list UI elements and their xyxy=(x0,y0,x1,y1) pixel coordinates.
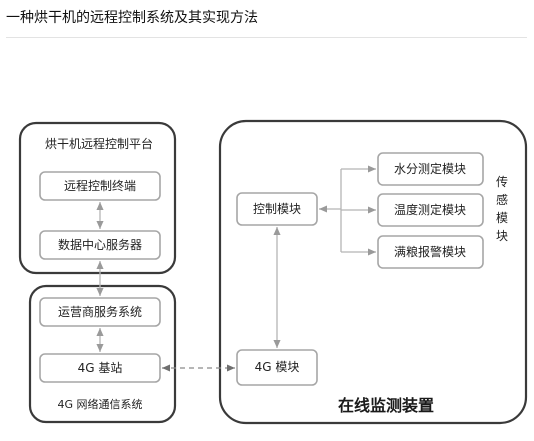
device-label: 在线监测装置 xyxy=(338,396,434,415)
sensor-group-char-2: 感 xyxy=(496,192,508,207)
remote-terminal-label: 远程控制终端 xyxy=(64,178,136,193)
data-center-label: 数据中心服务器 xyxy=(58,237,142,252)
connectors xyxy=(96,165,376,372)
platform-group: 烘干机远程控制平台 远程控制终端 数据中心服务器 xyxy=(18,121,177,275)
control-module-box xyxy=(236,192,318,226)
page-title: 一种烘干机的远程控制系统及其实现方法 xyxy=(6,10,258,26)
data-center-box xyxy=(39,230,161,260)
operator-box xyxy=(39,297,161,327)
sensor-group-char-4: 块 xyxy=(496,229,508,243)
platform-label: 烘干机远程控制平台 xyxy=(45,136,153,151)
network-group: 运营商服务系统 4G 基站 4G 网络通信系统 xyxy=(28,284,177,424)
network-label: 4G 网络通信系统 xyxy=(57,397,142,411)
title-divider xyxy=(6,37,527,38)
remote-terminal-box xyxy=(39,171,161,201)
sensor-label-temperature: 温度测定模块 xyxy=(394,202,466,217)
base-station-box xyxy=(39,353,161,383)
control-module-label: 控制模块 xyxy=(253,202,301,216)
base-station-label: 4G 基站 xyxy=(78,361,123,375)
sensor-box-full-grain xyxy=(377,235,484,269)
sensor-group-char-1: 传 xyxy=(496,174,508,189)
module-4g-label: 4G 模块 xyxy=(255,360,300,374)
operator-label: 运营商服务系统 xyxy=(58,304,142,319)
device-group: 控制模块 4G 模块 水分测定模块 温度测定模块 满粮报警模块 传 感 模 块 … xyxy=(218,119,528,425)
sensor-group-char-3: 模 xyxy=(496,211,508,225)
module-4g-box xyxy=(236,349,318,386)
sensor-box-moisture xyxy=(377,152,484,186)
sensor-box-temperature xyxy=(377,193,484,227)
sensor-label-full-grain: 满粮报警模块 xyxy=(394,244,466,259)
sensor-label-moisture: 水分测定模块 xyxy=(394,161,466,176)
